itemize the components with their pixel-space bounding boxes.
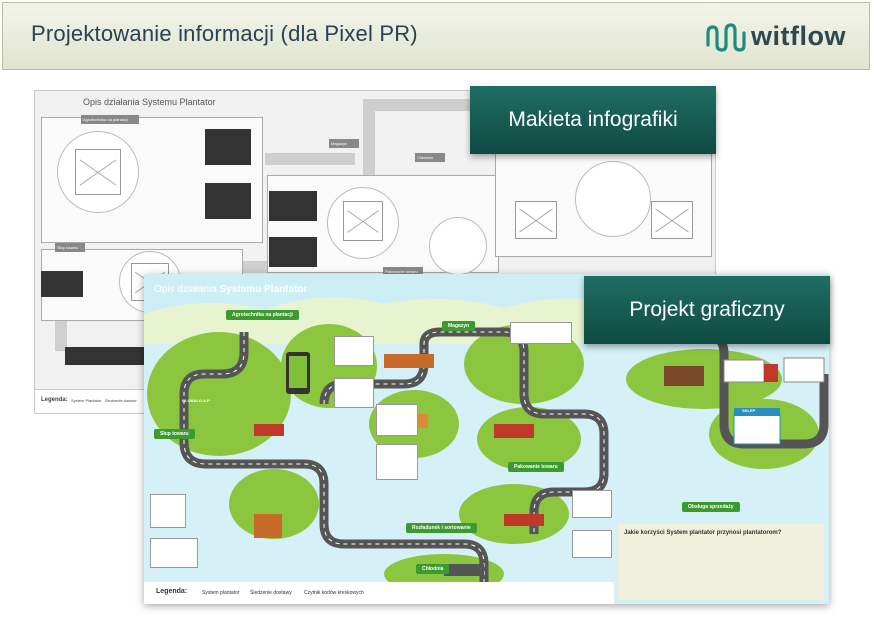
wireframe-image-placeholder	[75, 149, 121, 195]
graphic-title: Opis działania Systemu Plantator	[154, 284, 307, 295]
graphic-legend-title: Legenda:	[156, 588, 188, 595]
graphic-legend-item: Czytnik kodów kreskowych	[304, 590, 364, 596]
graphic-benefits-title: Jakie korzyści System plantator przynosi…	[624, 530, 782, 536]
graphic-info-box	[334, 336, 374, 366]
header-bar: Projektowanie informacji (dla Pixel PR) …	[2, 2, 870, 70]
page-title: Projektowanie informacji (dla Pixel PR)	[31, 21, 418, 46]
wireframe-info-box	[205, 129, 251, 165]
wireframe-circle	[327, 187, 399, 259]
wireframe-path	[265, 153, 355, 165]
graphic-title-bold: Systemu Plantator	[219, 284, 308, 295]
logo-text: witflow	[751, 21, 846, 51]
graphic-label-magazyn: Magazyn	[442, 321, 476, 331]
graphic-info-box	[334, 378, 374, 408]
graphic-info-box	[150, 494, 186, 528]
graphic-legend-item: Śledzenie dostawy	[250, 590, 292, 596]
wireframe-circle	[575, 161, 651, 237]
graphic-info-box	[376, 404, 418, 436]
graphic-label-obsluga: Obsługa sprzedaży	[682, 502, 740, 512]
wireframe-info-box	[269, 191, 317, 221]
graphic-info-box	[510, 322, 572, 344]
graphic-label-chlodnia: Chłodnia	[416, 564, 450, 574]
wireframe-image-placeholder	[343, 201, 383, 241]
wireframe-label-slup: Słup towaru	[55, 243, 85, 252]
graphic-label-globalgap: GLOBALG.A.P	[182, 398, 210, 403]
wireframe-label-chlodnia: Chłodnia	[415, 153, 445, 162]
wireframe-info-box	[41, 271, 83, 297]
graphic-label-rozladunek: Rozładunek i sortowanie	[406, 523, 477, 533]
wireframe-image-placeholder	[515, 201, 557, 239]
wireframe-info-box	[269, 237, 317, 267]
graphic-title-plain: Opis działania	[154, 284, 217, 295]
graphic-label-agrotechnika: Agrotechnika na plantacji	[226, 310, 299, 320]
graphic-label-pakowanie: Pakowanie towaru	[508, 462, 564, 472]
wireframe-title: Opis działania Systemu Plantator	[83, 97, 216, 107]
wireframe-info-box	[65, 347, 145, 365]
graphic-info-box	[150, 538, 198, 568]
wireframe-legend-item: Śledzenie dostaw	[105, 398, 137, 403]
wireframe-label-magazyn: Magazyn	[329, 139, 359, 148]
graphic-info-box	[376, 444, 418, 480]
logo-wave-icon	[706, 23, 746, 52]
wireframe-info-box	[205, 183, 251, 219]
wireframe-image-placeholder	[651, 201, 693, 239]
wireframe-circle	[429, 217, 487, 275]
wireframe-path	[373, 99, 473, 111]
wireframe-label-pakowanie: Pakowanie towaru	[383, 267, 423, 276]
wireframe-legend-title: Legenda:	[41, 397, 68, 403]
wireframe-label-agrotechnika: Agrotechnika na plantacji	[81, 115, 139, 124]
graphic-label-sklep: SKLEP	[742, 408, 756, 413]
wireframe-legend-item: System Plantator	[71, 398, 102, 403]
graphic-legend-item: System plantator	[202, 590, 240, 596]
graphic-label-slup: Słup towaru	[154, 429, 195, 439]
witflow-logo: witflow	[705, 19, 855, 57]
graphic-info-box	[572, 490, 612, 518]
graphic-legend: Legenda: System plantator Śledzenie dost…	[144, 582, 614, 604]
callout-wireframe: Makieta infografiki	[470, 86, 716, 154]
graphic-info-box	[572, 530, 612, 558]
callout-graphic: Projekt graficzny	[584, 276, 830, 344]
